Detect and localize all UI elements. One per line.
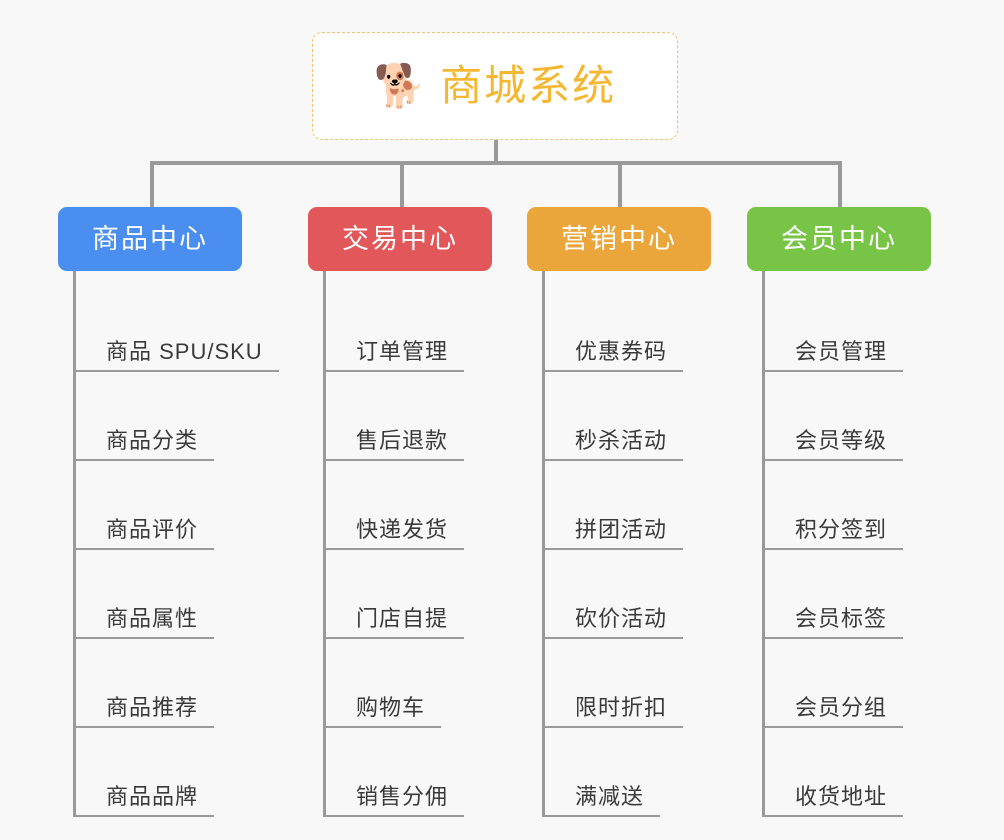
leaf-label: 商品分类 [106,427,199,453]
root-node[interactable]: 🐕 商城系统 [312,32,678,140]
list-item[interactable]: 商品 SPU/SKU [76,283,296,372]
list-item[interactable]: 商品分类 [76,372,296,461]
list-item[interactable]: 售后退款 [326,372,546,461]
connector-drop-3 [618,161,622,207]
shiba-dog-face-icon: 🐕 [373,62,427,109]
category-column-1: 商品中心 商品 SPU/SKU 商品分类 商品评价 商品属性 商品推荐 商品品牌 [58,207,296,817]
list-item[interactable]: 会员等级 [765,372,985,461]
list-item[interactable]: 销售分佣 [326,728,546,817]
list-item[interactable]: 会员分组 [765,639,985,728]
leaf-label: 购物车 [356,694,426,720]
list-item[interactable]: 门店自提 [326,550,546,639]
list-item[interactable]: 秒杀活动 [545,372,765,461]
category-header-2[interactable]: 交易中心 [308,207,492,271]
list-item[interactable]: 商品品牌 [76,728,296,817]
leaf-label: 拼团活动 [575,516,668,542]
leaf-label: 满减送 [575,783,645,809]
category-column-2: 交易中心 订单管理 售后退款 快递发货 门店自提 购物车 销售分佣 [308,207,546,817]
leaf-label: 商品品牌 [106,783,199,809]
list-item[interactable]: 砍价活动 [545,550,765,639]
leaf-label: 积分签到 [795,516,888,542]
list-item[interactable]: 商品评价 [76,461,296,550]
leaf-label: 会员分组 [795,694,888,720]
leaf-label: 售后退款 [356,427,449,453]
leaf-label: 商品评价 [106,516,199,542]
connector-root-stem [494,140,498,164]
leaf-label: 收货地址 [795,783,888,809]
leaf-label: 限时折扣 [575,694,668,720]
category-column-3: 营销中心 优惠券码 秒杀活动 拼团活动 砍价活动 限时折扣 满减送 [527,207,765,817]
list-item[interactable]: 会员标签 [765,550,985,639]
list-item[interactable]: 快递发货 [326,461,546,550]
leaf-list-3: 优惠券码 秒杀活动 拼团活动 砍价活动 限时折扣 满减送 [542,271,765,817]
category-header-label: 交易中心 [342,223,458,254]
leaf-list-4: 会员管理 会员等级 积分签到 会员标签 会员分组 收货地址 [762,271,985,817]
leaf-label: 会员标签 [795,605,888,631]
list-item[interactable]: 满减送 [545,728,765,817]
list-item[interactable]: 购物车 [326,639,546,728]
leaf-label: 快递发货 [356,516,449,542]
leaf-label: 商品推荐 [106,694,199,720]
list-item[interactable]: 商品推荐 [76,639,296,728]
leaf-label: 会员管理 [795,338,888,364]
leaf-label: 订单管理 [356,338,449,364]
list-item[interactable]: 订单管理 [326,283,546,372]
category-header-3[interactable]: 营销中心 [527,207,711,271]
category-column-4: 会员中心 会员管理 会员等级 积分签到 会员标签 会员分组 收货地址 [747,207,985,817]
leaf-label: 优惠券码 [575,338,668,364]
category-header-label: 营销中心 [561,223,677,254]
list-item[interactable]: 积分签到 [765,461,985,550]
category-header-1[interactable]: 商品中心 [58,207,242,271]
root-title: 商城系统 [440,62,617,109]
leaf-label: 商品 SPU/SKU [106,338,263,364]
list-item[interactable]: 优惠券码 [545,283,765,372]
connector-drop-4 [838,161,842,207]
leaf-label: 秒杀活动 [575,427,668,453]
leaf-label: 销售分佣 [356,783,449,809]
leaf-label: 商品属性 [106,605,199,631]
connector-drop-1 [150,161,154,207]
leaf-list-1: 商品 SPU/SKU 商品分类 商品评价 商品属性 商品推荐 商品品牌 [73,271,296,817]
connector-drop-2 [400,161,404,207]
leaf-label: 砍价活动 [575,605,668,631]
connector-horizontal-bus [150,161,842,165]
list-item[interactable]: 商品属性 [76,550,296,639]
leaf-label: 门店自提 [356,605,449,631]
category-header-label: 会员中心 [781,223,897,254]
leaf-label: 会员等级 [795,427,888,453]
list-item[interactable]: 限时折扣 [545,639,765,728]
list-item[interactable]: 拼团活动 [545,461,765,550]
category-header-4[interactable]: 会员中心 [747,207,931,271]
list-item[interactable]: 会员管理 [765,283,985,372]
category-header-label: 商品中心 [92,223,208,254]
list-item[interactable]: 收货地址 [765,728,985,817]
leaf-list-2: 订单管理 售后退款 快递发货 门店自提 购物车 销售分佣 [323,271,546,817]
